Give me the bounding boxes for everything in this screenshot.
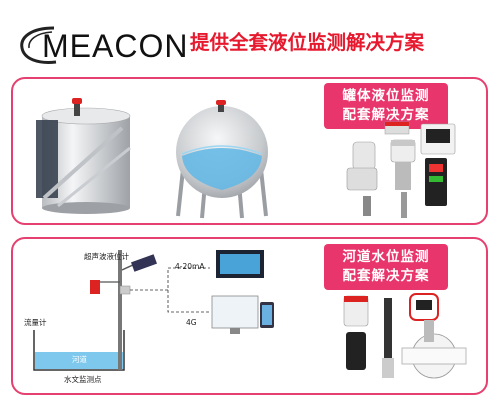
spherical-tank-illustration xyxy=(176,100,268,219)
river-solution-badge: 河道水位监测 配套解决方案 xyxy=(324,244,448,290)
tank-badge-line1: 罐体液位监测 xyxy=(342,88,430,104)
cylindrical-tank-illustration xyxy=(36,98,131,214)
river-badge-line2: 配套解决方案 xyxy=(342,268,430,284)
analog-signal-label: 4-20mA xyxy=(175,262,205,271)
brand-logo: MEACON xyxy=(16,22,189,68)
river-level-instruments xyxy=(343,293,467,379)
river-water-label: 河道 xyxy=(72,355,87,364)
ultrasonic-sensor-label: 超声波液位计 xyxy=(84,252,129,261)
river-monitoring-diagram xyxy=(33,250,274,371)
river-badge-line1: 河道水位监测 xyxy=(342,249,430,265)
hydrology-station-label: 水文监测点 xyxy=(64,375,102,384)
tank-solution-badge: 罐体液位监测 配套解决方案 xyxy=(324,83,448,129)
tank-level-instruments xyxy=(346,121,456,218)
wireless-signal-label: 4G xyxy=(186,318,197,327)
page-headline: 提供全套液位监测解决方案 xyxy=(190,31,425,54)
logo-swoosh-icon xyxy=(20,26,57,64)
flowmeter-label: 流量计 xyxy=(24,318,47,327)
tank-badge-line2: 配套解决方案 xyxy=(342,107,430,123)
brand-name: MEACON xyxy=(42,28,189,64)
header: MEACON 提供全套液位监测解决方案 xyxy=(0,0,500,72)
